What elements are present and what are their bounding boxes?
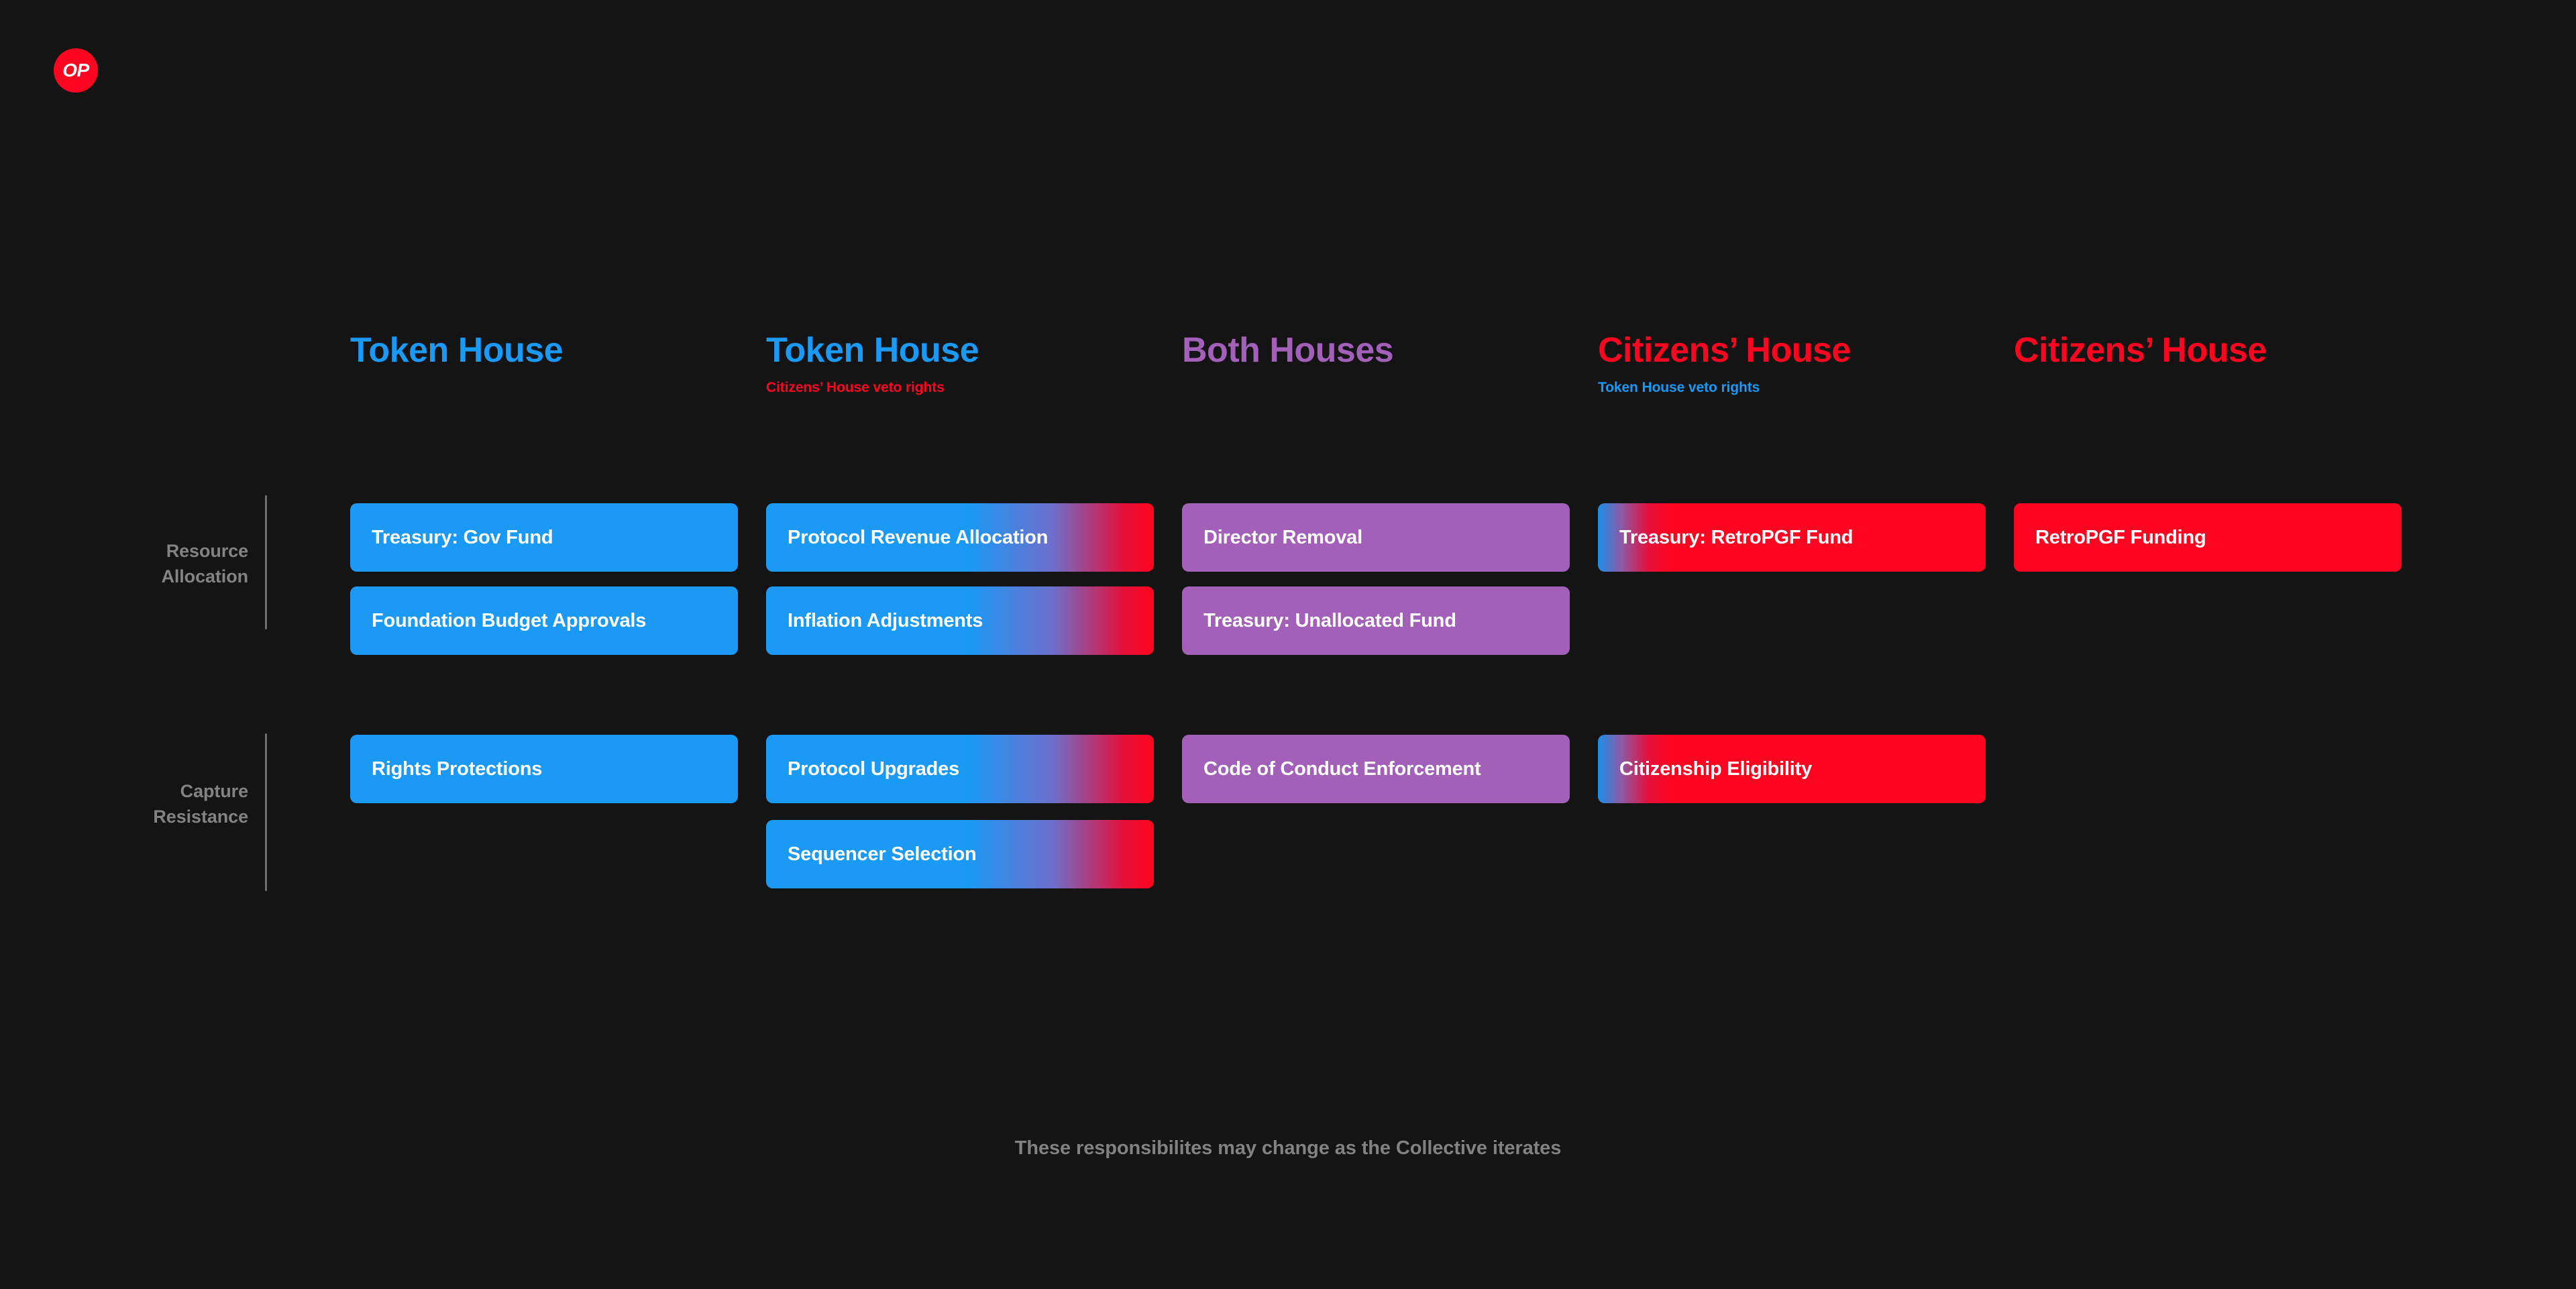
column-subtitle [2014,380,2416,396]
chip-rights-protections[interactable]: Rights Protections [350,735,738,803]
column-subtitle [1182,380,1585,396]
row-divider-capture-resistance [265,733,267,891]
chip-retropgf-funding[interactable]: RetroPGF Funding [2014,503,2402,572]
chip-sequencer-selection[interactable]: Sequencer Selection [766,820,1154,888]
chip-treasury-unallocated-fund[interactable]: Treasury: Unallocated Fund [1182,586,1570,655]
column-header-4: Citizens’ House [2014,332,2416,396]
chip-protocol-upgrades[interactable]: Protocol Upgrades [766,735,1154,803]
row-label-line-1: Resource [166,541,248,561]
chip-protocol-revenue-allocation[interactable]: Protocol Revenue Allocation [766,503,1154,572]
column-header-3: Citizens’ House Token House veto rights [1598,332,2000,396]
row-divider-resource-allocation [265,495,267,629]
optimism-logo-icon[interactable]: OP [54,48,98,93]
footer-disclaimer: These responsibilites may change as the … [1014,1137,1562,1159]
column-subtitle [350,380,753,396]
row-label-capture-resistance: Capture Resistance [54,778,248,830]
column-title: Both Houses [1182,331,1394,370]
row-label-line-2: Allocation [161,566,248,587]
chip-foundation-budget-approvals[interactable]: Foundation Budget Approvals [350,586,738,655]
column-title: Citizens’ House [2014,331,2267,370]
optimism-logo-text: OP [62,60,89,81]
column-header-2: Both Houses [1182,332,1585,396]
column-header-0: Token House [350,332,753,396]
column-subtitle: Token House veto rights [1598,379,1760,395]
row-label-line-2: Resistance [153,807,248,827]
column-title: Token House [766,331,979,370]
row-label-line-1: Capture [180,781,248,801]
column-title: Citizens’ House [1598,331,1851,370]
chip-code-of-conduct-enforcement[interactable]: Code of Conduct Enforcement [1182,735,1570,803]
column-subtitle: Citizens’ House veto rights [766,379,945,395]
column-header-1: Token House Citizens’ House veto rights [766,332,1169,396]
chip-citizenship-eligibility[interactable]: Citizenship Eligibility [1598,735,1986,803]
chip-treasury-retropgf-fund[interactable]: Treasury: RetroPGF Fund [1598,503,1986,572]
chip-director-removal[interactable]: Director Removal [1182,503,1570,572]
column-title: Token House [350,331,564,370]
chip-inflation-adjustments[interactable]: Inflation Adjustments [766,586,1154,655]
row-label-resource-allocation: Resource Allocation [54,538,248,590]
chip-treasury-gov-fund[interactable]: Treasury: Gov Fund [350,503,738,572]
